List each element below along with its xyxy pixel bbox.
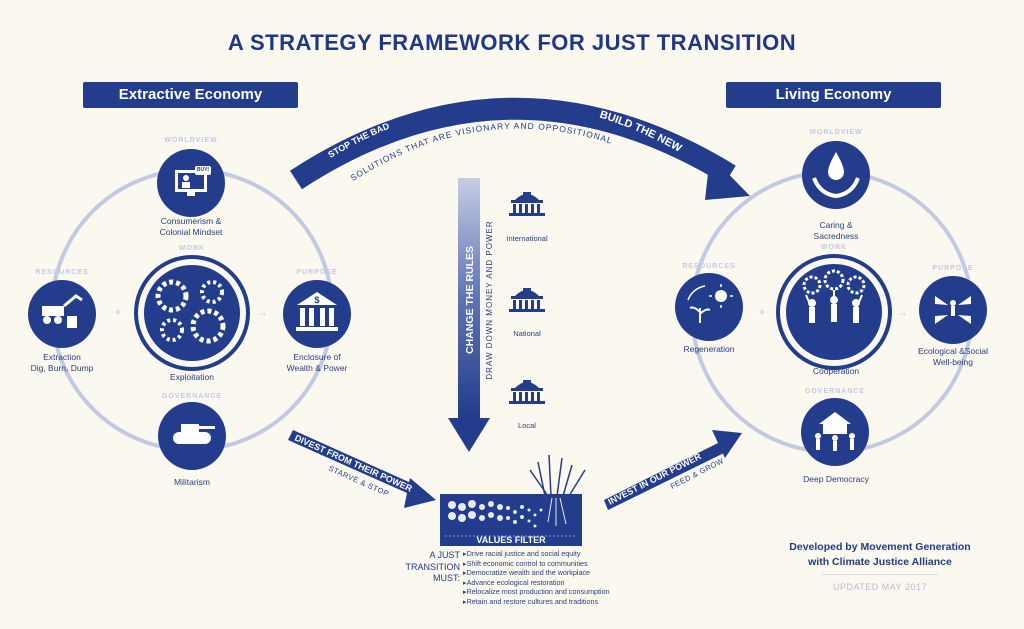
values-filter — [440, 454, 586, 546]
liv-purpose-caption: Ecological &Social Well-being — [918, 346, 988, 367]
ext-governance-caption: Militarism — [174, 477, 210, 487]
level-international-label: International — [506, 234, 548, 243]
living-worldview-node — [802, 141, 870, 209]
level-national-label: National — [513, 329, 541, 338]
ext-purpose-tag: PURPOSE — [296, 269, 337, 276]
liv-work-tag: WORK — [821, 244, 847, 251]
living-purpose-node — [919, 276, 987, 344]
invest-arrow — [604, 430, 742, 510]
living-economy-banner: Living Economy — [726, 82, 941, 108]
svg-text:$: $ — [314, 295, 319, 305]
ext-purpose-caption: Enclosure of Wealth & Power — [286, 352, 348, 373]
ext-work-caption: Exploitation — [170, 372, 214, 382]
svg-text:→: → — [256, 305, 268, 319]
liv-purpose-tag: PURPOSE — [932, 265, 973, 272]
list-item: Democratize wealth and the workplace — [463, 568, 663, 578]
liv-resources-tag: RESOURCES — [682, 263, 735, 270]
list-item: Retain and restore cultures and traditio… — [463, 597, 663, 607]
updated-date: UPDATED MAY 2017 — [832, 582, 928, 592]
just-transition-heading: A JUST TRANSITION MUST: — [405, 550, 460, 583]
page-title: A STRATEGY FRAMEWORK FOR JUST TRANSITION — [227, 30, 797, 55]
ext-resources-caption: Extraction Dig, Burn, Dump — [30, 352, 94, 373]
svg-text:+: + — [758, 305, 765, 319]
liv-worldview-caption: Caring & Sacredness — [813, 220, 859, 241]
liv-governance-caption: Deep Democracy — [803, 474, 869, 484]
divest-label: DIVEST FROM THEIR POWER — [293, 433, 414, 494]
extractive-governance-node — [158, 402, 226, 470]
list-item: Advance ecological restoration — [463, 578, 663, 588]
ext-governance-tag: GOVERNANCE — [162, 393, 222, 400]
liv-worldview-tag: WORLDVIEW — [809, 129, 862, 136]
top-arc-arrow — [289, 97, 750, 200]
credit-divider — [822, 574, 938, 575]
extractive-worldview-node — [157, 149, 225, 217]
level-local-label: Local — [518, 421, 536, 430]
ext-worldview-tag: WORLDVIEW — [164, 137, 217, 144]
liv-resources-caption: Regeneration — [683, 344, 735, 354]
extractive-work-node — [134, 255, 250, 371]
credit-text: Developed by Movement Generation with Cl… — [789, 541, 971, 568]
living-governance-node — [801, 398, 869, 466]
capitol-building-icon — [509, 192, 545, 404]
change-the-rules-label: CHANGE THE RULES — [464, 246, 476, 354]
center-down-arrow — [448, 178, 490, 452]
extractive-resources-node — [28, 280, 96, 348]
living-work-node — [776, 254, 892, 370]
living-resources-node — [675, 273, 743, 341]
just-transition-list: Drive racial justice and social equity S… — [463, 549, 663, 607]
extractive-purpose-node: $ — [283, 280, 351, 348]
ext-worldview-caption: Consumerism & Colonial Mindset — [159, 216, 223, 237]
list-item: Shift economic control to communities — [463, 559, 663, 569]
liv-governance-tag: GOVERNANCE — [805, 388, 865, 395]
svg-text:+: + — [114, 305, 121, 319]
values-filter-label: VALUES FILTER — [476, 535, 546, 545]
ext-resources-tag: RESOURCES — [35, 269, 88, 276]
list-item: Drive racial justice and social equity — [463, 549, 663, 559]
extractive-economy-banner: Extractive Economy — [83, 82, 298, 108]
draw-down-sub-label: DRAW DOWN MONEY AND POWER — [485, 220, 494, 379]
buy-badge: BUY! — [196, 167, 210, 173]
divest-arrow — [288, 430, 436, 508]
ext-work-tag: WORK — [179, 245, 205, 252]
list-item: Relocalize most production and consumpti… — [463, 587, 663, 597]
liv-work-caption: Cooperation — [812, 366, 860, 376]
svg-text:→: → — [896, 305, 908, 319]
